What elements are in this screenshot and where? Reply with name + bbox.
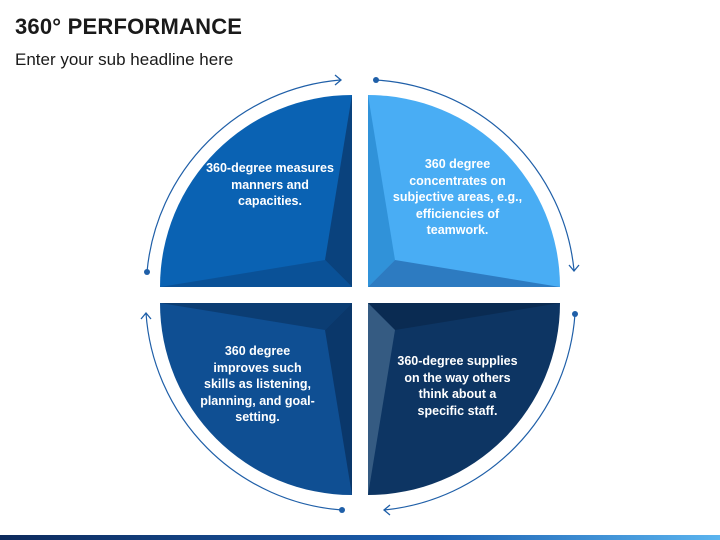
arrowhead-bottom-right bbox=[382, 504, 391, 516]
page-title: 360° PERFORMANCE bbox=[15, 14, 243, 39]
arrow-start-dot-top-right bbox=[373, 77, 379, 83]
arrow-arc-top-left bbox=[146, 79, 341, 273]
arrowhead-top-left bbox=[334, 74, 343, 86]
arrow-arc-bottom-right bbox=[383, 313, 576, 511]
quadrant-top-right-text: 360 degree concentrates on subjective ar… bbox=[392, 157, 523, 237]
bottom-accent-bar bbox=[0, 535, 720, 540]
arrowhead-top-right bbox=[568, 264, 580, 273]
quadrant-top-left-text: 360-degree measures manners and capaciti… bbox=[206, 161, 334, 208]
quadrant-top-left bbox=[160, 95, 352, 287]
arrowhead-bottom-left bbox=[140, 311, 152, 320]
page-subtitle: Enter your sub headline here bbox=[15, 50, 234, 69]
arrow-arc-top-right bbox=[375, 79, 575, 271]
quadrant-bottom-left-text: 360 degree improves such skills as liste… bbox=[200, 344, 315, 424]
quadrant-top-right bbox=[368, 95, 560, 287]
quadrant-bottom-right-text: 360-degree supplies on the way others th… bbox=[397, 354, 518, 418]
quadrant-bottom-right bbox=[368, 303, 560, 495]
arrow-arc-bottom-left bbox=[145, 312, 343, 511]
arrow-start-dot-top-left bbox=[144, 269, 150, 275]
arrow-start-dot-bottom-right bbox=[572, 311, 578, 317]
quadrant-bottom-left bbox=[160, 303, 352, 495]
arrow-start-dot-bottom-left bbox=[339, 507, 345, 513]
